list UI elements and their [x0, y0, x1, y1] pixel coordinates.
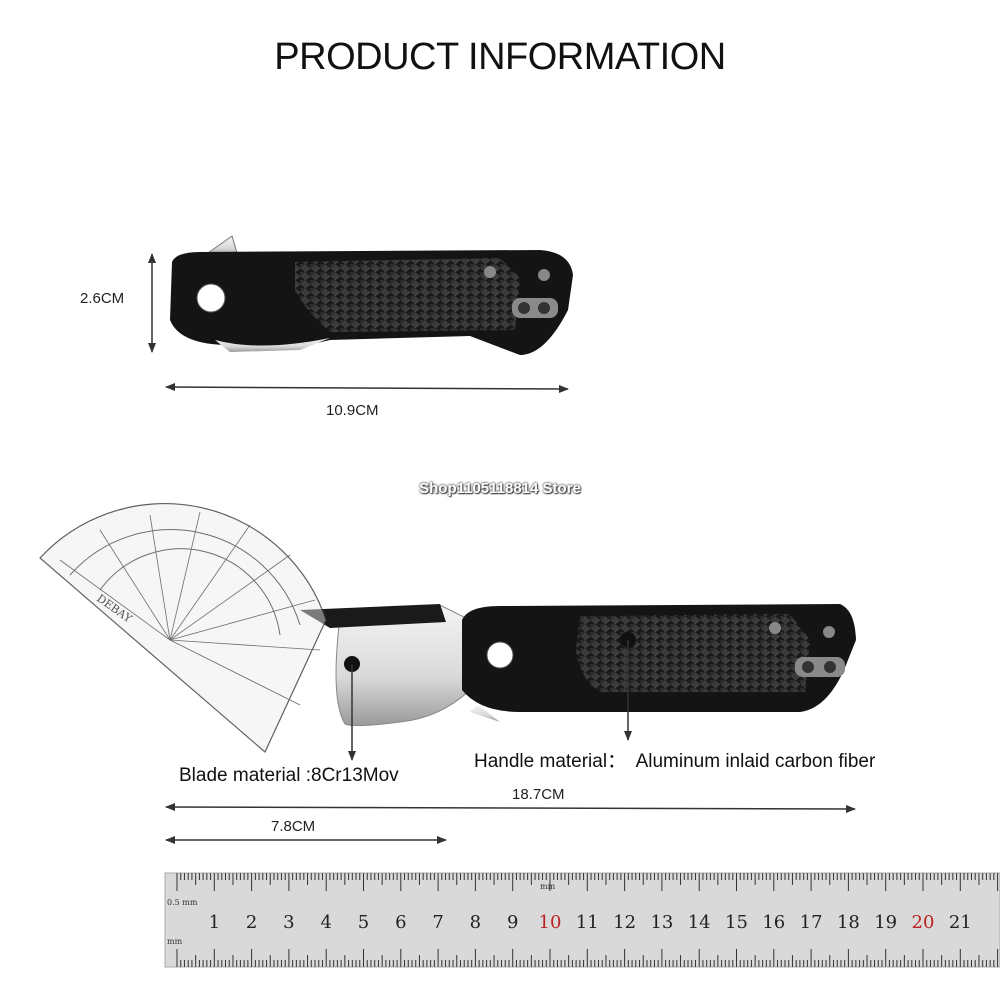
closed-knife [170, 235, 573, 355]
ruler-number: 15 [725, 912, 748, 933]
ruler-number: 20 [912, 912, 935, 933]
ruler-number: 2 [246, 912, 257, 933]
blade-length-dimension: 7.8CM [271, 818, 316, 835]
height-dimension: 2.6CM [80, 290, 125, 307]
closed-length-dimension: 10.9CM [326, 402, 379, 419]
ruler-unit-bottom: mm [167, 937, 183, 946]
handle-material-label: Handle material： Aluminum inlaid carbon … [474, 751, 876, 772]
ruler-number: 18 [837, 912, 860, 933]
ruler-number: 16 [762, 912, 785, 933]
page-title: PRODUCT INFORMATION [274, 36, 726, 78]
overall-length-dimension: 18.7CM [512, 786, 565, 803]
ruler-number: 1 [209, 912, 220, 933]
ruler-number: 19 [874, 912, 897, 933]
ruler-number: 12 [613, 912, 636, 933]
ruler-number: 9 [507, 912, 518, 933]
ruler-number: 5 [358, 912, 369, 933]
protractor: DEBAY [39, 502, 327, 753]
ruler-number: 10 [539, 912, 562, 933]
ruler-number: 11 [576, 912, 599, 933]
ruler-number: 7 [432, 912, 443, 933]
ruler-unit-mid: mm [540, 882, 556, 891]
blade-material-label: Blade material :8Cr13Mov [179, 765, 399, 786]
ruler-number: 6 [395, 912, 406, 933]
ruler-number: 3 [283, 912, 294, 933]
ruler-number: 17 [800, 912, 823, 933]
ruler-number: 13 [650, 912, 673, 933]
ruler-number: 8 [470, 912, 481, 933]
store-watermark: Shop1105118814 Store [419, 480, 581, 497]
ruler-number: 14 [688, 912, 711, 933]
open-knife [300, 604, 856, 727]
ruler-number: 4 [320, 912, 331, 933]
ruler-unit-top: 0.5 mm [167, 898, 198, 907]
ruler-number: 21 [949, 912, 972, 933]
